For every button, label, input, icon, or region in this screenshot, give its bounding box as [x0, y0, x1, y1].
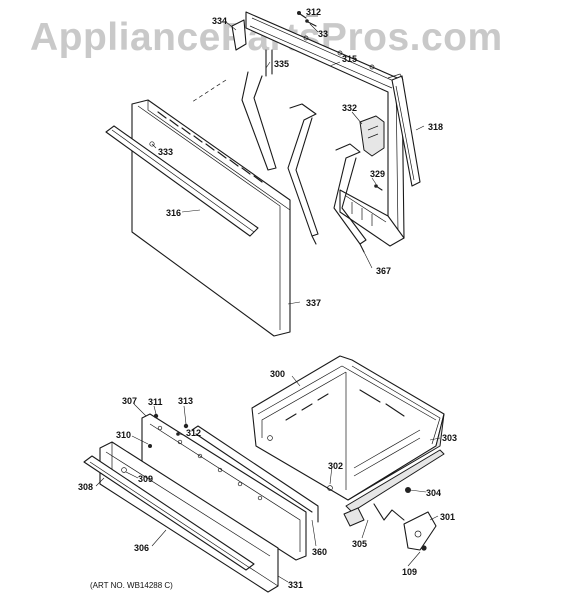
screw-329 [374, 184, 383, 191]
callout-331: 331 [288, 580, 303, 590]
side-trim-318 [387, 73, 421, 187]
screw-109 [421, 545, 427, 551]
callout-334: 334 [212, 16, 227, 26]
vent-slots [157, 111, 263, 183]
callout-337: 337 [306, 298, 321, 308]
callout-313: 313 [178, 396, 193, 406]
callout-360: 360 [312, 547, 327, 557]
door-inner-frame-315 [245, 11, 405, 247]
callout-308: 308 [78, 482, 93, 492]
screws-312-top [297, 11, 317, 27]
gasket-360 [191, 425, 319, 523]
callout-335: 335 [274, 59, 289, 69]
callout-33x: 33 [318, 29, 328, 39]
callout-333: 333 [158, 147, 173, 157]
callout-318: 318 [428, 122, 443, 132]
hinge-rods [241, 49, 367, 253]
callout-332: 332 [342, 103, 357, 113]
hinge-bracket-332 [359, 115, 385, 157]
callout-304: 304 [426, 488, 441, 498]
callout-305: 305 [352, 539, 367, 549]
door-handle [105, 125, 259, 237]
callout-306: 306 [134, 543, 149, 553]
drawer-rail-303 [345, 449, 445, 513]
callout-310: 310 [116, 430, 131, 440]
callout-301: 301 [440, 512, 455, 522]
outer-door-panel-316 [131, 99, 291, 337]
drawer-handle-308 [83, 455, 255, 571]
callout-311: 311 [148, 397, 163, 407]
callout-307: 307 [122, 396, 137, 406]
callout-302: 302 [328, 461, 343, 471]
callout-303: 303 [442, 433, 457, 443]
leader-lines [95, 15, 441, 583]
drawer-body-300 [251, 355, 445, 501]
alignment-line [191, 79, 227, 103]
callout-labels: 334 312 33 335 315 332 318 333 316 329 3… [78, 7, 457, 590]
callout-312-drawer: 312 [186, 428, 201, 438]
nut-304 [405, 487, 411, 493]
callout-109: 109 [402, 567, 417, 577]
callout-329: 329 [370, 169, 385, 179]
callout-316: 316 [166, 208, 181, 218]
art-number: (ART NO. WB14288 C) [90, 581, 173, 590]
callout-367: 367 [376, 266, 391, 276]
slide-rail-305 [343, 503, 405, 527]
callout-315: 315 [342, 54, 357, 64]
callout-312-top: 312 [306, 7, 321, 17]
callout-309: 309 [138, 474, 153, 484]
bracket-301 [403, 511, 437, 551]
callout-300: 300 [270, 369, 285, 379]
screws-drawer [121, 413, 189, 473]
bracket-334 [231, 19, 247, 51]
